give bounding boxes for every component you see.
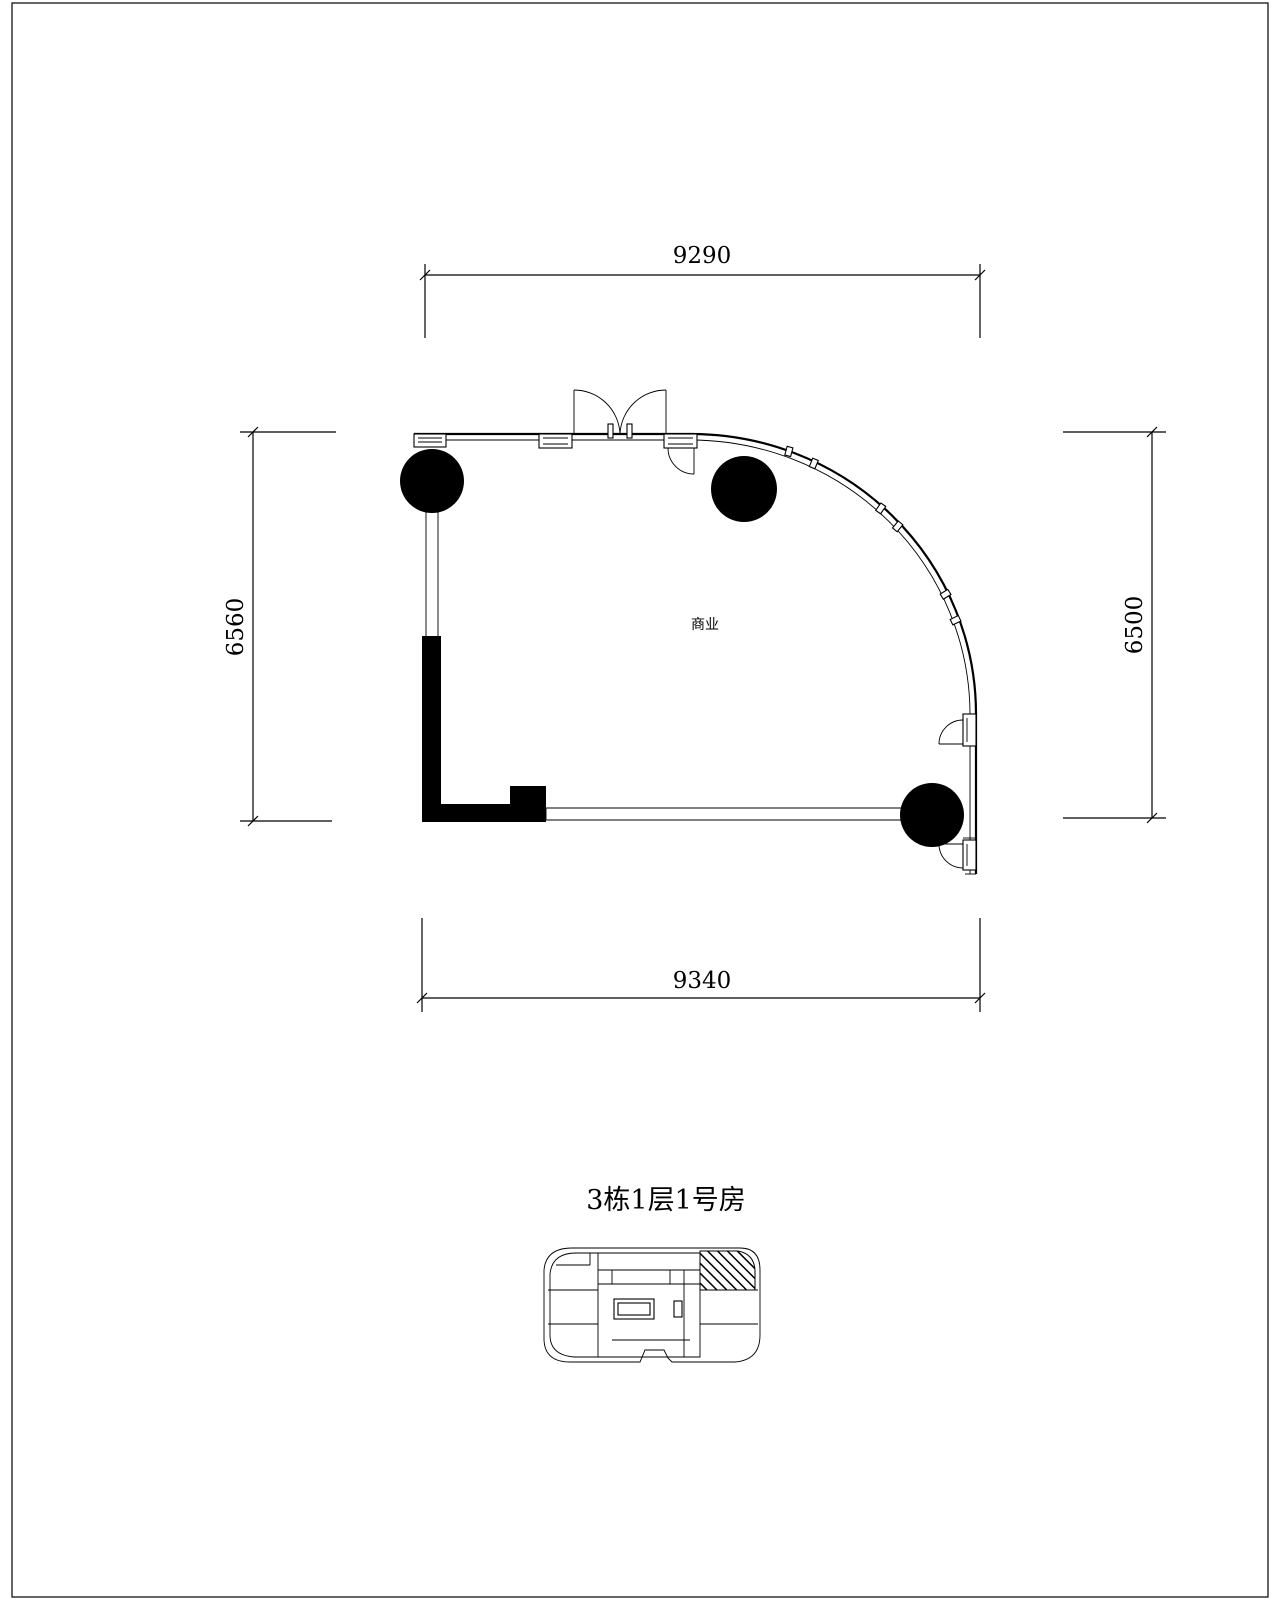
- room-label: 商业: [691, 617, 719, 633]
- wall-left-solid: [422, 636, 546, 822]
- floor-plan: 商业: [400, 389, 978, 875]
- key-plan-highlight: [699, 1250, 756, 1291]
- dimension-top-label: 9290: [673, 243, 732, 269]
- dimension-bottom-label: 9340: [673, 968, 732, 994]
- curtain-wall-mullions: [784, 445, 962, 626]
- dimension-right-label: 6500: [1122, 596, 1148, 655]
- wall-curved: [689, 432, 978, 715]
- dimension-left: 6560: [223, 426, 336, 827]
- door-right-bottom: [938, 837, 977, 871]
- dimension-right: 6500: [1063, 426, 1166, 824]
- sheet-border: [11, 2, 1269, 1598]
- dimension-top: 9290: [419, 243, 986, 338]
- wall-left-glazing: [425, 512, 439, 636]
- key-plan: [543, 1247, 761, 1363]
- door-right-middle: [938, 713, 977, 747]
- column-bottom-right: [900, 783, 964, 847]
- double-door-entry: [573, 389, 667, 439]
- column-top-left: [400, 449, 464, 513]
- unit-title: 3栋1层1号房: [586, 1185, 746, 1216]
- column-top-middle: [711, 456, 777, 522]
- dimension-left-label: 6560: [223, 598, 249, 657]
- dimension-bottom: 9340: [416, 918, 986, 1012]
- wall-bottom-glazing: [545, 807, 902, 821]
- window-frames-top: [413, 433, 698, 449]
- door-top-right: [667, 447, 695, 475]
